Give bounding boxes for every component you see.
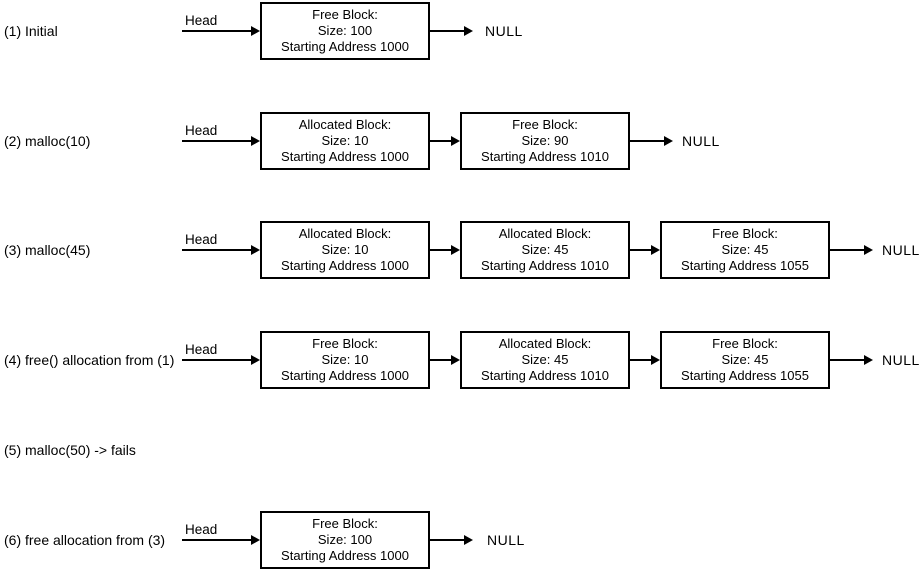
node-address: Starting Address 1000 (281, 39, 409, 54)
next-pointer-arrow (830, 355, 873, 365)
node-title: Allocated Block: (498, 226, 592, 241)
node-title: Free Block: (712, 226, 778, 241)
list-node-allocated: Allocated Block: Size: 45 Starting Addre… (460, 221, 630, 279)
node-title: Allocated Block: (498, 336, 592, 351)
next-pointer-arrow (430, 355, 460, 365)
node-size: Size: 90 (521, 133, 569, 148)
head-arrow (182, 136, 260, 146)
list-node-free: Free Block: Size: 90 Starting Address 10… (460, 112, 630, 170)
list-node-free: Free Block: Size: 10 Starting Address 10… (260, 331, 430, 389)
next-pointer-arrow (630, 355, 660, 365)
node-address: Starting Address 1010 (481, 149, 609, 164)
list-node-allocated: Allocated Block: Size: 10 Starting Addre… (260, 221, 430, 279)
node-title: Free Block: (312, 336, 378, 351)
next-pointer-arrow (630, 136, 673, 146)
head-label: Head (185, 522, 218, 537)
node-address: Starting Address 1055 (681, 368, 809, 383)
null-label: NULL (882, 352, 920, 368)
node-size: Size: 45 (721, 242, 769, 257)
null-label: NULL (682, 133, 720, 149)
head-arrow (182, 535, 260, 545)
node-address: Starting Address 1010 (481, 368, 609, 383)
null-label: NULL (487, 532, 525, 548)
list-node-free: Free Block: Size: 100 Starting Address 1… (260, 2, 430, 60)
node-address: Starting Address 1000 (281, 368, 409, 383)
node-size: Size: 10 (321, 352, 369, 367)
null-label: NULL (882, 242, 920, 258)
head-label: Head (185, 13, 218, 28)
head-label: Head (185, 232, 218, 247)
node-address: Starting Address 1000 (281, 149, 409, 164)
null-label: NULL (485, 23, 523, 39)
row-label-2: (2) malloc(10) (4, 133, 91, 149)
next-pointer-arrow (830, 245, 873, 255)
node-title: Free Block: (712, 336, 778, 351)
node-size: Size: 45 (521, 352, 569, 367)
node-size: Size: 100 (317, 23, 373, 38)
list-node-free: Free Block: Size: 100 Starting Address 1… (260, 511, 430, 569)
next-pointer-arrow (430, 535, 473, 545)
list-node-free: Free Block: Size: 45 Starting Address 10… (660, 331, 830, 389)
node-title: Free Block: (312, 7, 378, 22)
node-size: Size: 10 (321, 242, 369, 257)
next-pointer-arrow (430, 245, 460, 255)
head-label: Head (185, 123, 218, 138)
next-pointer-arrow (630, 245, 660, 255)
row-label-4: (4) free() allocation from (1) (4, 352, 175, 368)
head-label: Head (185, 342, 218, 357)
node-title: Free Block: (512, 117, 578, 132)
next-pointer-arrow (430, 26, 473, 36)
node-address: Starting Address 1055 (681, 258, 809, 273)
node-size: Size: 100 (317, 532, 373, 547)
node-title: Allocated Block: (298, 226, 392, 241)
node-size: Size: 45 (521, 242, 569, 257)
head-arrow (182, 355, 260, 365)
head-arrow (182, 26, 260, 36)
node-address: Starting Address 1010 (481, 258, 609, 273)
node-address: Starting Address 1000 (281, 548, 409, 563)
node-size: Size: 10 (321, 133, 369, 148)
list-node-allocated: Allocated Block: Size: 10 Starting Addre… (260, 112, 430, 170)
list-node-free: Free Block: Size: 45 Starting Address 10… (660, 221, 830, 279)
next-pointer-arrow (430, 136, 460, 146)
node-size: Size: 45 (721, 352, 769, 367)
row-label-3: (3) malloc(45) (4, 242, 91, 258)
row-label-1: (1) Initial (4, 23, 58, 39)
node-address: Starting Address 1000 (281, 258, 409, 273)
list-node-allocated: Allocated Block: Size: 45 Starting Addre… (460, 331, 630, 389)
row-label-6: (6) free allocation from (3) (4, 532, 166, 548)
head-arrow (182, 245, 260, 255)
row-label-5: (5) malloc(50) -> fails (4, 442, 136, 458)
node-title: Free Block: (312, 516, 378, 531)
node-title: Allocated Block: (298, 117, 392, 132)
